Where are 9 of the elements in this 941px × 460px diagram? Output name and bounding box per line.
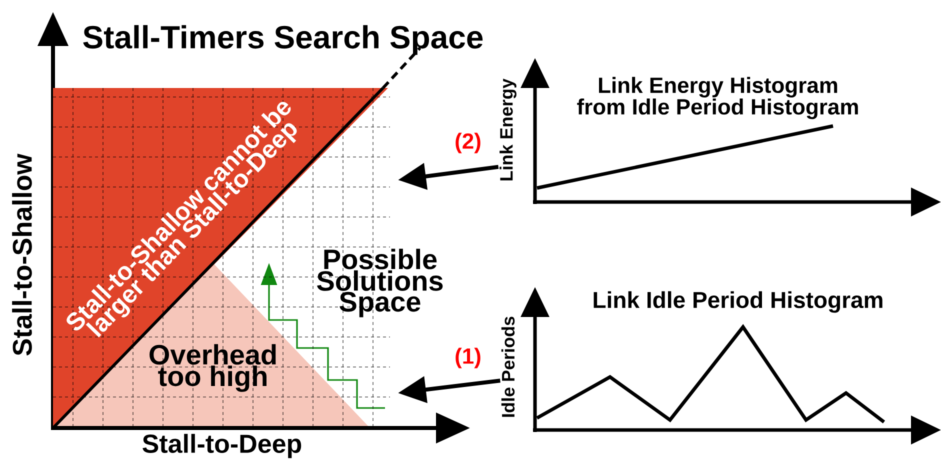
region-label: Possible Solutions Space — [317, 248, 443, 318]
edge-label: (2) — [456, 132, 480, 154]
axis-label: Link Energy — [500, 78, 516, 180]
chart-title: Stall-Timers Search Space — [83, 25, 483, 55]
axis-label: Idle Periods — [501, 316, 515, 417]
region-label: Overhead too high — [150, 344, 276, 392]
chart-title: Link Idle Period Histogram — [594, 291, 882, 313]
edge-label: (1) — [456, 348, 480, 368]
chart-title: Link Energy Histogram from Idle Period Histogram — [577, 76, 858, 120]
